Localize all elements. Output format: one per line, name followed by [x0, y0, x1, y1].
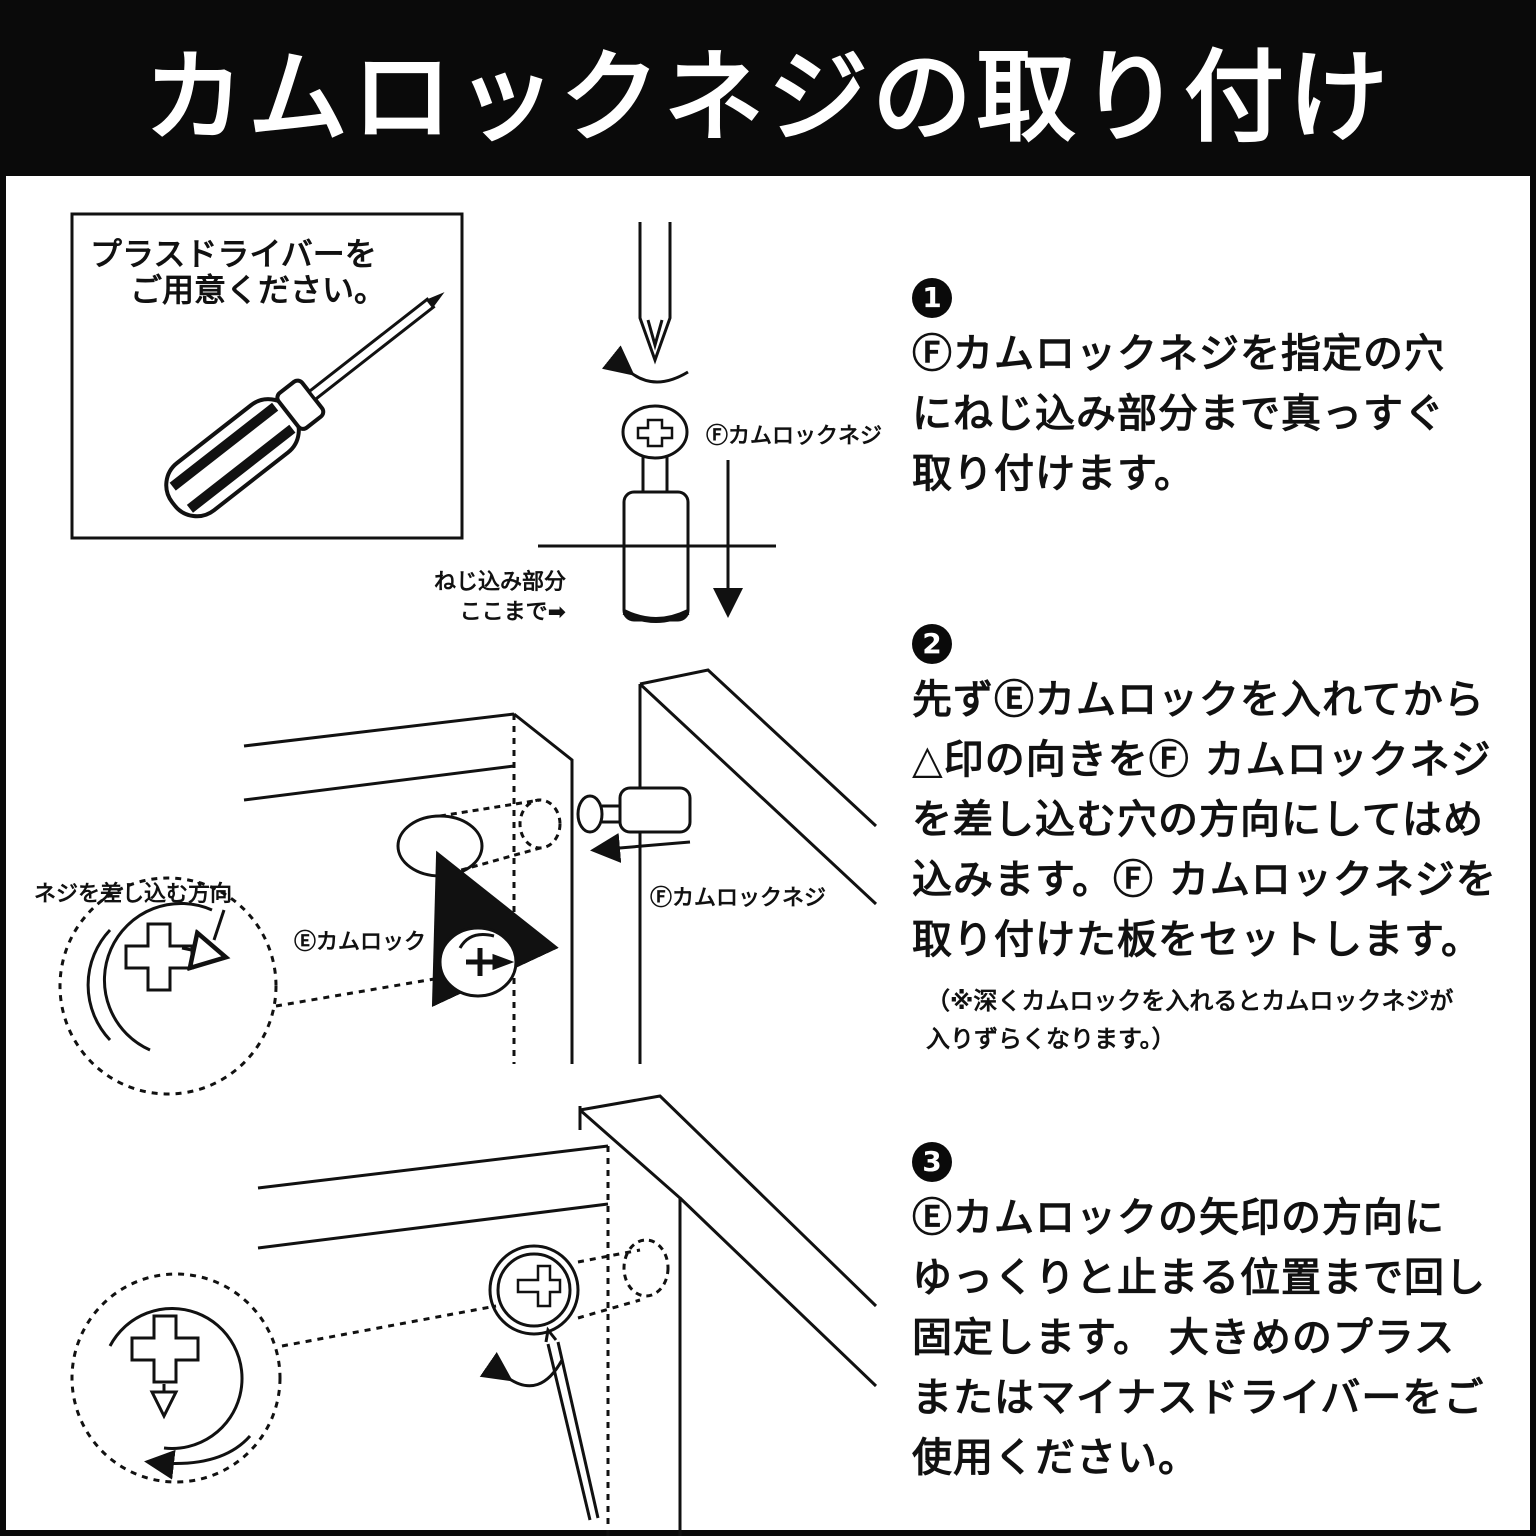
step3-illustration	[257, 1094, 878, 1536]
step-3: 3 Ⓔカムロックの矢印の方向に ゆっくりと止まる位置まで回し 固定します。 大き…	[912, 1142, 1512, 1488]
step-line: を差し込む穴の方向にしてはめ	[912, 797, 1484, 843]
step-line: にねじ込み部分まで真っすぐ	[912, 391, 1445, 437]
step-line: 先ずⒺカムロックを入れてから	[912, 677, 1485, 723]
step2-illustration	[243, 668, 878, 1064]
step-text: Ⓕカムロックネジを指定の穴 にねじ込み部分まで真っすぐ 取り付けます。	[912, 324, 1512, 504]
title-bar: カムロックネジの取り付け	[0, 0, 1536, 176]
step-2: 2 先ずⒺカムロックを入れてから △印の向きをⒻ カムロックネジ を差し込む穴の…	[912, 624, 1512, 1058]
step-line: Ⓕカムロックネジを指定の穴	[912, 331, 1445, 377]
step-note-line: 入りずらくなります。）	[926, 1025, 1176, 1053]
step-number: 3	[912, 1142, 952, 1182]
tool-note-line2: ご用意ください。	[130, 271, 387, 309]
step-text: Ⓔカムロックの矢印の方向に ゆっくりと止まる位置まで回し 固定します。 大きめの…	[912, 1188, 1512, 1488]
label-insert-depth: ねじ込み部分 ここまで➡	[434, 568, 566, 628]
label-insert-depth-line1: ねじ込み部分	[434, 570, 567, 595]
tool-note: プラスドライバーを ご用意ください。	[90, 236, 386, 308]
camlock-detail-circle-1	[58, 876, 278, 1096]
step-1: 1 Ⓕカムロックネジを指定の穴 にねじ込み部分まで真っすぐ 取り付けます。	[912, 278, 1512, 504]
label-insert-depth-line2: ここまで➡	[459, 600, 567, 625]
label-screw-top: Ⓕカムロックネジ	[706, 424, 883, 449]
step-line: 使用ください。	[912, 1435, 1199, 1481]
step-line: △印の向きをⒻ カムロックネジ	[912, 737, 1492, 783]
step-line: 取り付けた板をセットします。	[912, 917, 1482, 963]
label-screw-mid: Ⓕカムロックネジ	[650, 886, 827, 911]
screwdriver-icon	[164, 292, 445, 519]
step-number: 2	[912, 624, 952, 664]
step-line: Ⓔカムロックの矢印の方向に	[912, 1195, 1445, 1241]
tool-note-box	[70, 212, 464, 540]
step-line: またはマイナスドライバーをご	[912, 1375, 1485, 1421]
tool-note-line1: プラスドライバーを	[90, 235, 377, 273]
step1-illustration	[538, 222, 776, 623]
label-screw-direction: ネジを差し込む方向	[34, 882, 233, 907]
step-line: 固定します。 大きめのプラス	[912, 1315, 1456, 1361]
step-note-line: （※深くカムロックを入れるとカムロックネジが	[926, 987, 1454, 1015]
step-note: （※深くカムロックを入れるとカムロックネジが 入りずらくなります。）	[926, 982, 1512, 1058]
step-line: 取り付けます。	[912, 451, 1195, 497]
step-number: 1	[912, 278, 952, 318]
label-camlock: Ⓔカムロック	[294, 930, 427, 955]
step-line: 込みます。Ⓕ カムロックネジを	[912, 857, 1497, 903]
page-title: カムロックネジの取り付け	[144, 38, 1392, 156]
camlock-detail-circle-2	[70, 1272, 282, 1484]
step-text: 先ずⒺカムロックを入れてから △印の向きをⒻ カムロックネジ を差し込む穴の方向…	[912, 670, 1512, 970]
step-line: ゆっくりと止まる位置まで回し	[912, 1255, 1486, 1301]
